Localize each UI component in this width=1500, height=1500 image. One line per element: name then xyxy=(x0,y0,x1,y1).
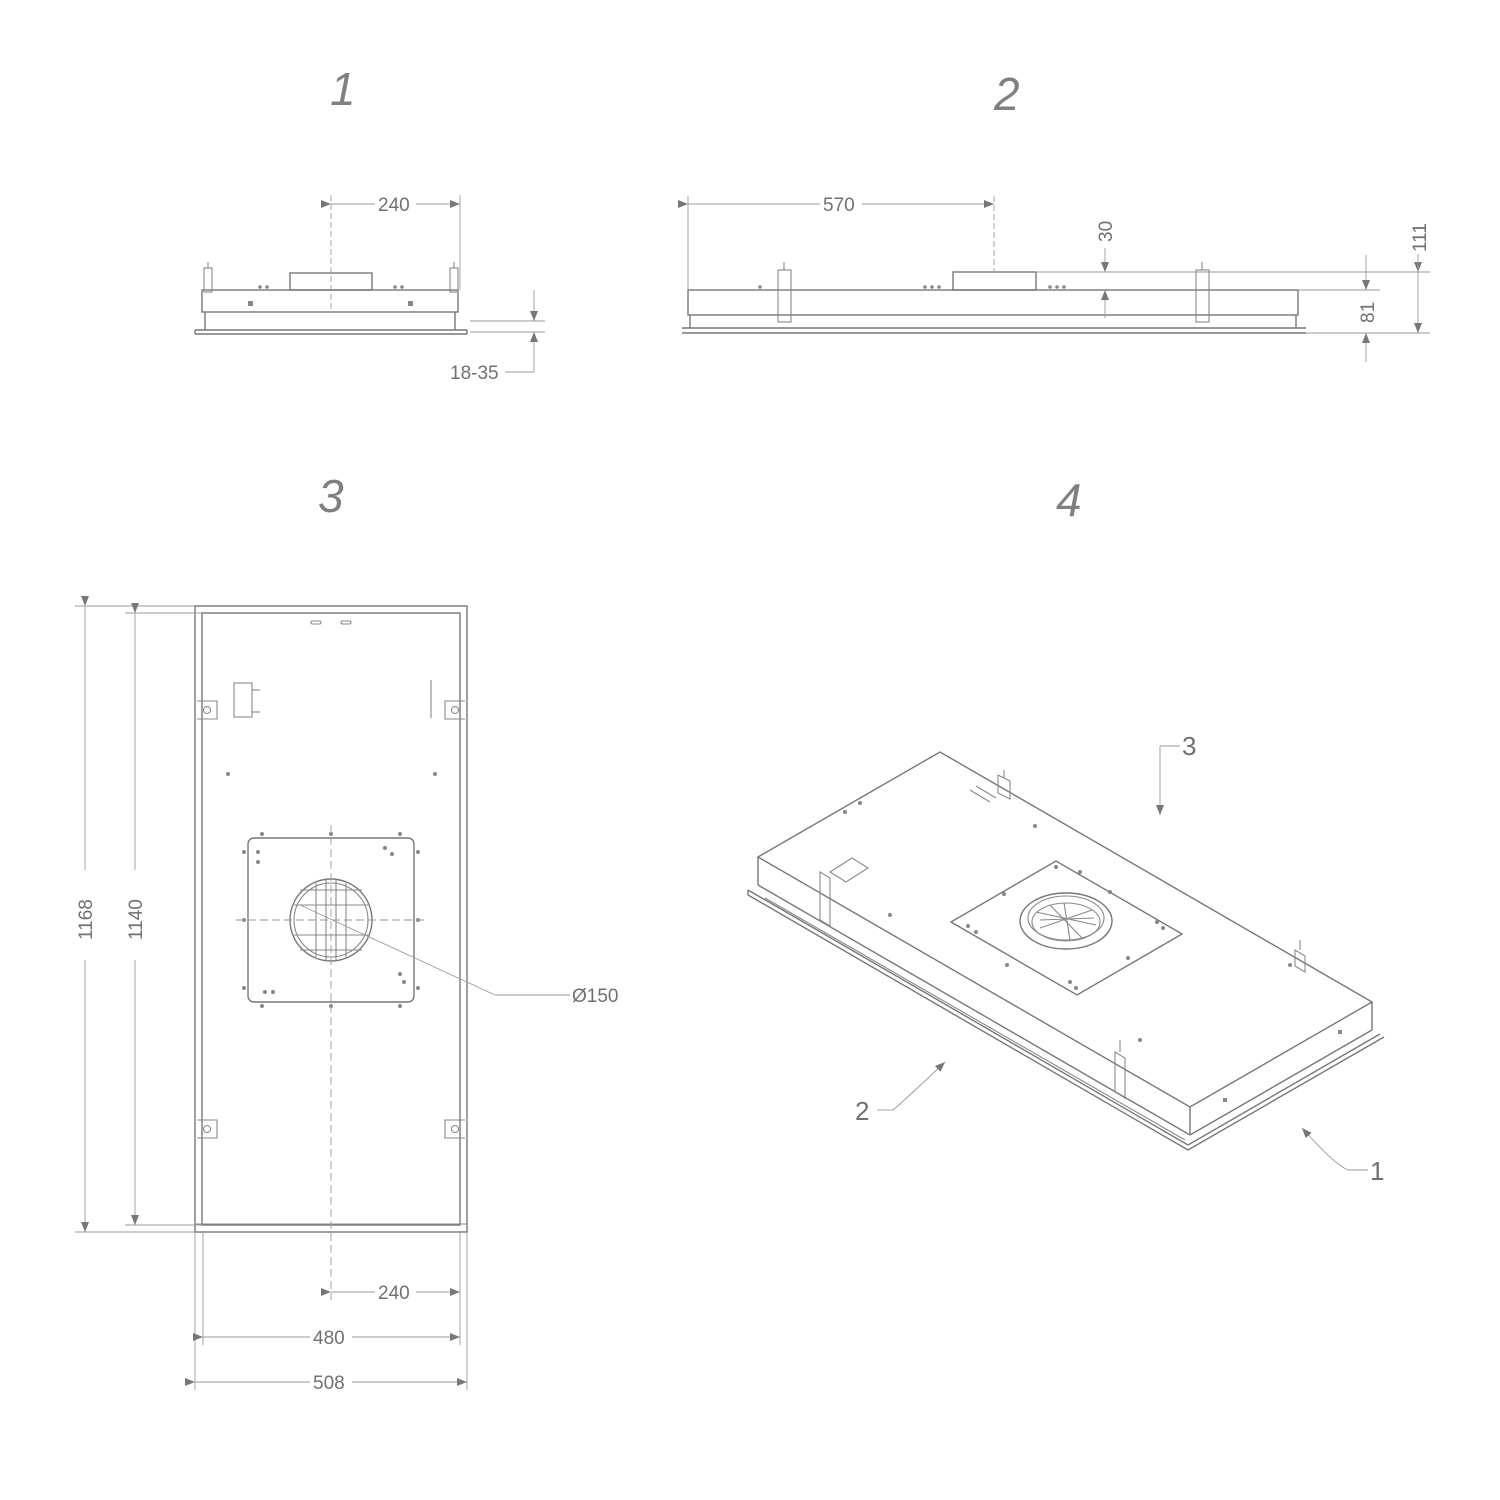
view-4-isometric xyxy=(747,751,1385,1151)
view-2-side: 570 30 81 111 xyxy=(678,195,1431,362)
dim-inner-width: 480 xyxy=(313,1328,345,1349)
dim-outer-length: 1168 xyxy=(76,899,97,940)
dim-center-offset: 240 xyxy=(378,1283,410,1304)
dim-front-depth: 18-35 xyxy=(450,363,499,384)
callout-label-2: 2 xyxy=(855,1096,869,1126)
view-number-4: 4 xyxy=(1056,474,1082,526)
view-1-front: 240 18-35 xyxy=(194,195,545,384)
dim-side-length: 570 xyxy=(823,195,855,216)
dim-side-step: 30 xyxy=(1096,221,1117,242)
callout-2: 2 xyxy=(855,1061,946,1126)
view-3-top: Ø150 1168 1140 240 480 508 xyxy=(75,596,618,1394)
dim-inner-length: 1140 xyxy=(126,899,147,940)
view-number-3: 3 xyxy=(318,470,344,522)
callout-label-3: 3 xyxy=(1182,731,1196,761)
callout-3: 3 xyxy=(1156,731,1196,815)
dim-side-body-height: 81 xyxy=(1358,302,1379,323)
dim-duct-diameter: Ø150 xyxy=(572,986,618,1007)
callout-1: 1 xyxy=(1301,1127,1384,1186)
view-number-2: 2 xyxy=(993,68,1020,120)
dim-side-total-height: 111 xyxy=(1410,223,1431,252)
dim-front-width: 240 xyxy=(378,195,410,216)
view-number-1: 1 xyxy=(330,63,356,115)
dim-outer-width: 508 xyxy=(313,1373,345,1394)
callout-label-1: 1 xyxy=(1370,1156,1384,1186)
